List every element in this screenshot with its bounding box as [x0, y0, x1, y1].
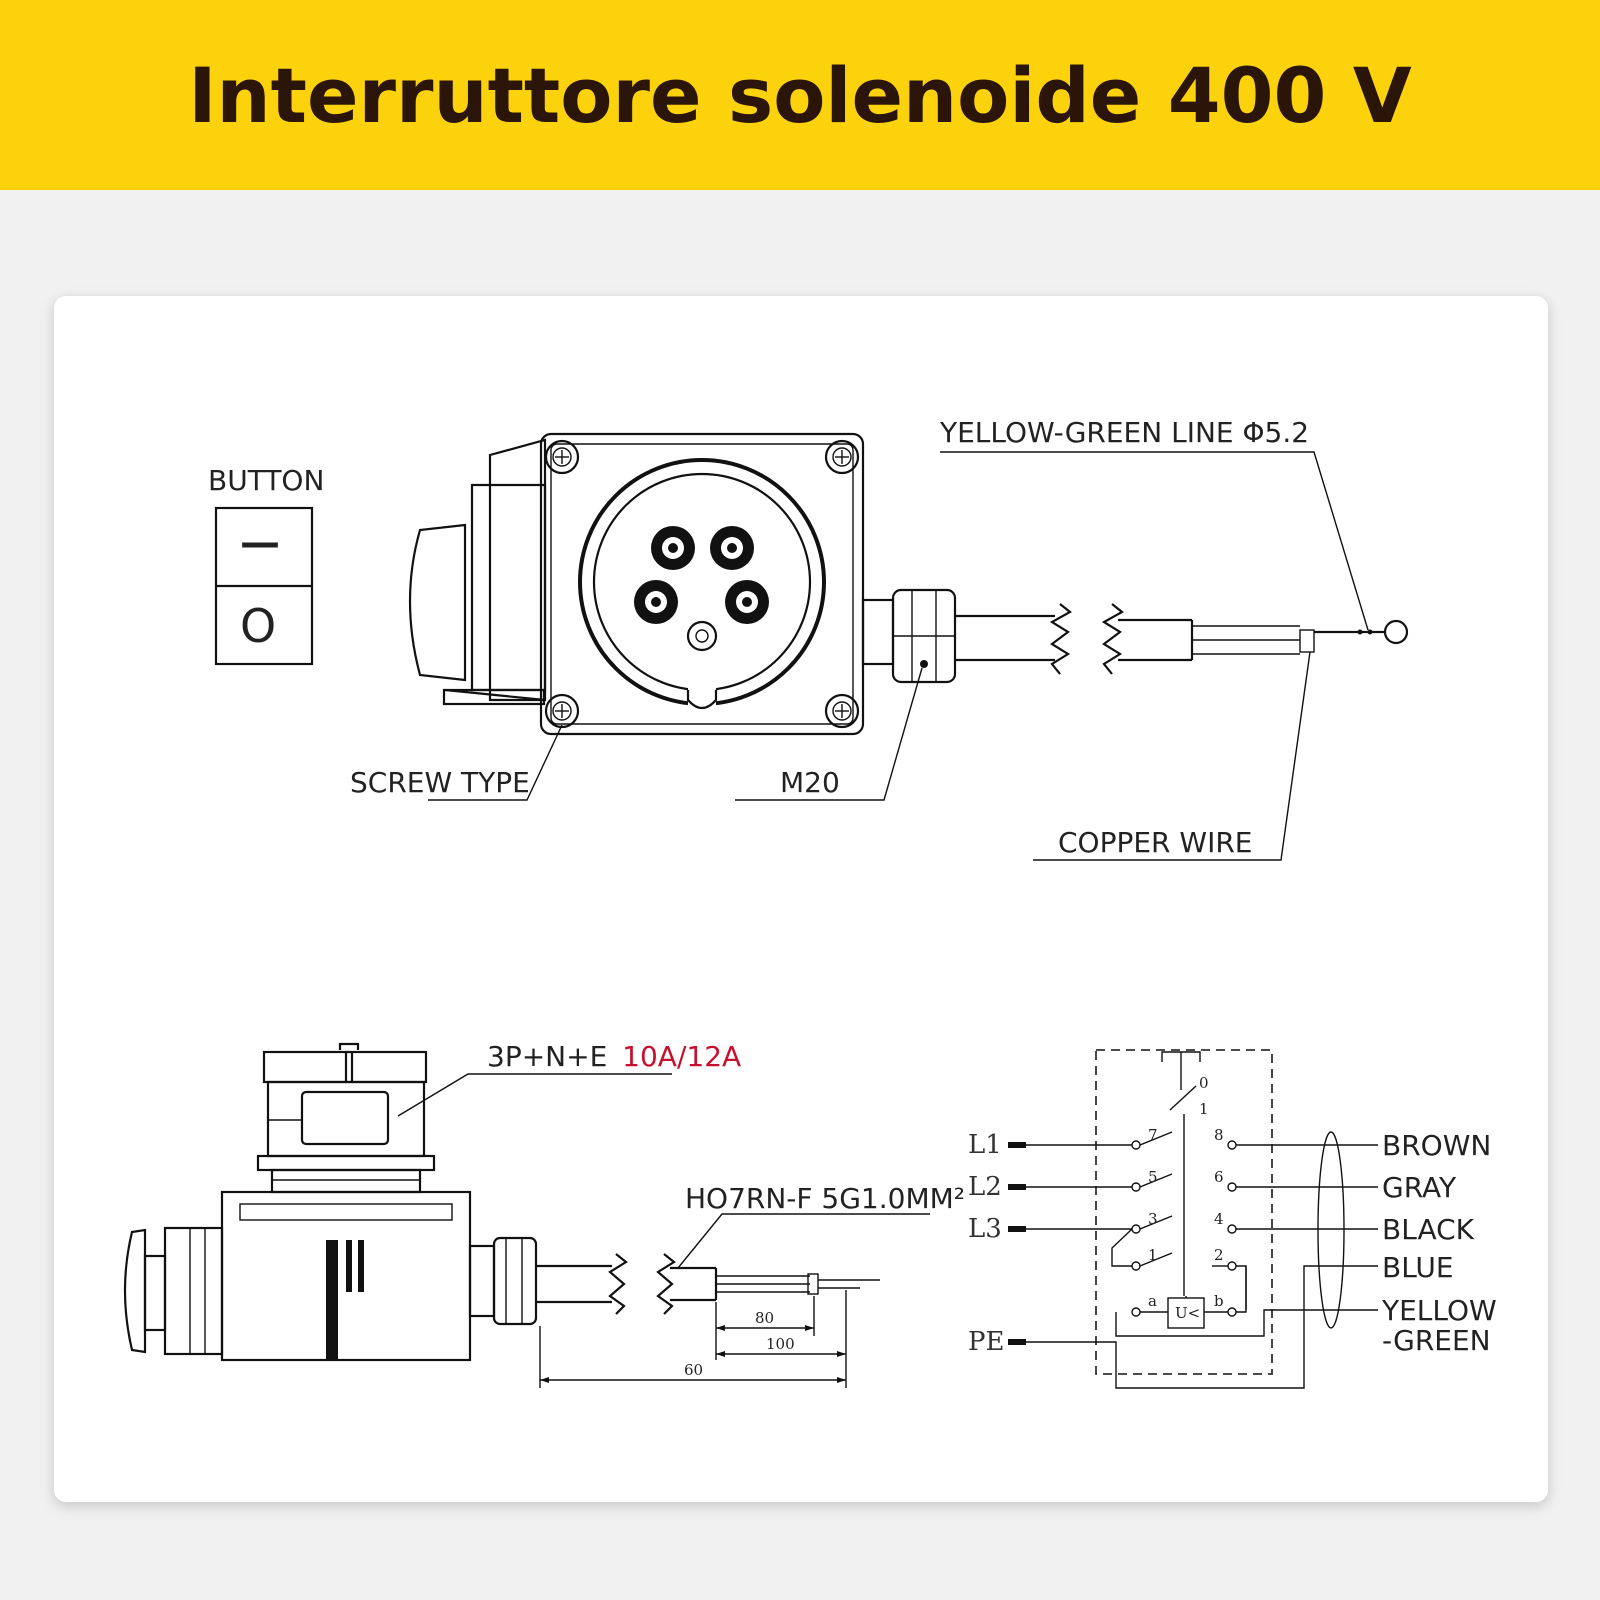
contact-0: 0	[1199, 1074, 1209, 1092]
screw-type-leader	[428, 724, 563, 801]
copper-wire-label: COPPER WIRE	[1058, 826, 1253, 859]
rating-label: 3P+N+E 10A/12A	[487, 1040, 741, 1073]
gland-leader	[735, 667, 923, 801]
contact-1b: 1	[1148, 1246, 1158, 1264]
contact-1: 1	[1199, 1100, 1209, 1118]
cable-bundle	[1317, 1131, 1345, 1329]
wiring-schematic: L1 L2 L3 PE 0 1 7 8 5 6 3	[968, 1049, 1497, 1389]
button-off-symbol: O	[240, 599, 276, 653]
screw-icon	[824, 439, 860, 475]
dim-100: 100	[766, 1335, 795, 1353]
screw-icon	[824, 693, 860, 729]
ground-line-leader	[940, 451, 1369, 631]
cable	[955, 603, 1409, 675]
dim-80: 80	[755, 1309, 774, 1327]
output-brown: BROWN	[1382, 1129, 1491, 1162]
side-cable	[536, 1253, 880, 1315]
contact-2: 2	[1214, 1246, 1224, 1264]
socket-pin-icon	[710, 526, 754, 570]
copper-wire-leader	[1033, 651, 1311, 861]
rating-value: 10A/12A	[622, 1040, 741, 1073]
output-black: BLACK	[1382, 1213, 1475, 1246]
button-on-symbol: —	[240, 520, 280, 566]
contact-5: 5	[1148, 1168, 1158, 1186]
dim-60: 60	[684, 1361, 703, 1379]
ring-terminal	[1383, 619, 1409, 645]
rating-prefix: 3P+N+E	[487, 1040, 607, 1073]
contact-3: 3	[1148, 1210, 1158, 1228]
stop-button-icon	[123, 1226, 224, 1356]
cable-gland	[861, 588, 957, 684]
schematic-boundary	[1095, 1049, 1273, 1375]
output-gray: GRAY	[1382, 1171, 1457, 1204]
socket-pin-icon	[634, 580, 678, 624]
rating-leader	[397, 1073, 672, 1117]
contact-4: 4	[1214, 1210, 1224, 1228]
contact-6: 6	[1214, 1168, 1224, 1186]
contact-a: a	[1148, 1292, 1157, 1310]
output-blue: BLUE	[1382, 1251, 1454, 1284]
input-pe: PE	[968, 1327, 1004, 1357]
dimension-lines	[539, 1290, 847, 1388]
title-banner: Interruttore solenoide 400 V	[0, 0, 1600, 190]
ground-line-label: YELLOW-GREEN LINE Φ5.2	[939, 416, 1309, 449]
cable-spec-label: HO7RN-F 5G1.0MM²	[685, 1182, 965, 1215]
output-green: -GREEN	[1382, 1324, 1491, 1357]
input-terminals	[1008, 1142, 1132, 1345]
socket-pin-icon	[651, 526, 695, 570]
cable-spec-leader	[677, 1213, 930, 1269]
switch-contacts	[1111, 1131, 1378, 1329]
contact-7: 7	[1148, 1126, 1158, 1144]
socket-lid	[408, 523, 467, 682]
input-l1: L1	[968, 1130, 1002, 1160]
socket-pin-icon	[725, 580, 769, 624]
screw-icon	[544, 439, 580, 475]
screw-icon	[544, 693, 580, 729]
contact-8: 8	[1214, 1126, 1224, 1144]
input-l2: L2	[968, 1172, 1002, 1202]
socket-pin-icon	[686, 620, 718, 652]
diagram-card	[54, 296, 1548, 1502]
screw-type-label: SCREW TYPE	[350, 766, 530, 799]
side-cable-gland	[468, 1236, 538, 1326]
socket-face	[578, 458, 826, 710]
contact-b: b	[1214, 1292, 1224, 1310]
side-view: 80 100 60 3P+N+E 10A/12A HO7RN-F 5G1.0MM…	[123, 1040, 965, 1388]
coil-label: U<	[1175, 1304, 1200, 1322]
input-l3: L3	[968, 1214, 1002, 1244]
top-view: BUTTON — O	[208, 416, 1409, 861]
page-title: Interruttore solenoide 400 V	[188, 50, 1412, 140]
main-enclosure	[539, 432, 865, 736]
button-label: BUTTON	[208, 464, 324, 497]
output-yellow: YELLOW	[1381, 1294, 1497, 1327]
gland-label: M20	[780, 766, 840, 799]
